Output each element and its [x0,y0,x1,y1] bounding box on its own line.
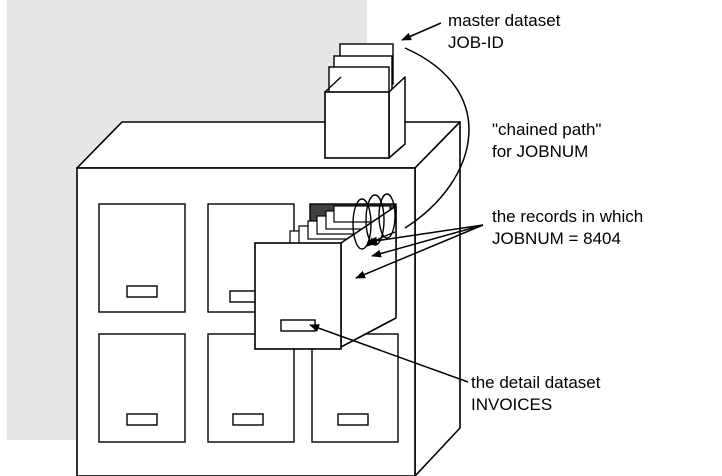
master-dataset-label: master dataset JOB-ID [448,10,560,54]
master-dataset-label-line1: master dataset [448,10,560,32]
records-label-line1: the records in which [492,206,643,228]
drawer-top-left [99,204,185,312]
master-dataset-arrow [402,23,441,40]
chained-path-label: "chained path" for JOBNUM [492,119,601,163]
drawer-bottom-left [99,334,185,442]
detail-dataset-label-line1: the detail dataset [471,372,600,394]
detail-dataset-label: the detail dataset INVOICES [471,372,600,416]
master-dataset-label-line2: JOB-ID [448,32,560,54]
card-box-master-dataset [325,44,405,158]
drawer-bottom-right [312,334,398,442]
detail-dataset-label-line2: INVOICES [471,394,600,416]
records-label-line2: JOBNUM = 8404 [492,228,643,250]
cabinet-side [415,122,460,476]
chained-path-label-line2: for JOBNUM [492,141,601,163]
chained-path-label-line1: "chained path" [492,119,601,141]
drawer-bottom-middle [208,334,294,442]
records-label: the records in which JOBNUM = 8404 [492,206,643,250]
